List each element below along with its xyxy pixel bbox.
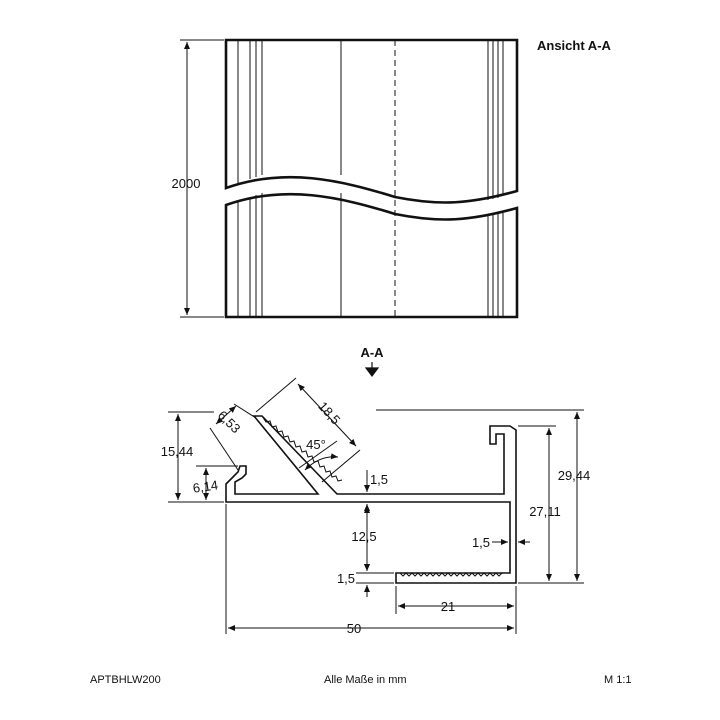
elevation-view: 2000 Ansicht A-A [172, 38, 612, 319]
title-block: APTBHLW200 Alle Maße in mm M 1:1 [90, 674, 632, 686]
dim-angle: 45° [306, 437, 326, 452]
dim-thickness-bottom: 1,5 [337, 571, 355, 586]
length-label: 2000 [172, 176, 201, 191]
elevation-edge-lines [237, 40, 504, 317]
dim-lip-height: 6,14 [192, 477, 219, 495]
length-dimension [180, 39, 224, 318]
section-marker: A-A [360, 345, 384, 377]
dim-gap-height: 12,5 [351, 529, 376, 544]
view-title: Ansicht A-A [537, 38, 612, 53]
dim-bottom-flange: 21 [441, 599, 455, 614]
units-note: Alle Maße in mm [324, 674, 407, 686]
part-number: APTBHLW200 [90, 674, 161, 686]
section-arrow-icon [364, 362, 380, 377]
dim-lip-thickness: 6,53 [215, 408, 244, 437]
dim-thickness-top: 1,5 [370, 472, 388, 487]
cross-section-profile [225, 415, 517, 584]
dim-overall-height-left: 15,44 [161, 444, 194, 459]
elevation-lower-panel [224, 192, 519, 319]
dim-height-right-total: 29,44 [558, 468, 591, 483]
dim-overall-width: 50 [347, 621, 361, 636]
profile-outline [225, 415, 517, 584]
section-marker-label: A-A [360, 345, 384, 360]
section-dimension-lines [168, 377, 584, 634]
serration-bottom-flange [399, 572, 503, 577]
dim-thickness-side: 1,5 [472, 535, 490, 550]
scale-label: M 1:1 [604, 674, 632, 686]
elevation-upper-panel [224, 38, 519, 204]
dim-height-right-inner: 27,11 [529, 504, 561, 519]
section-dimension-labels: 15,44 6,14 6,53 18,5 45° 1,5 12,5 1,5 1,… [161, 399, 591, 636]
serration-angled-leg [261, 415, 343, 482]
dim-leg-length: 18,5 [315, 399, 343, 428]
